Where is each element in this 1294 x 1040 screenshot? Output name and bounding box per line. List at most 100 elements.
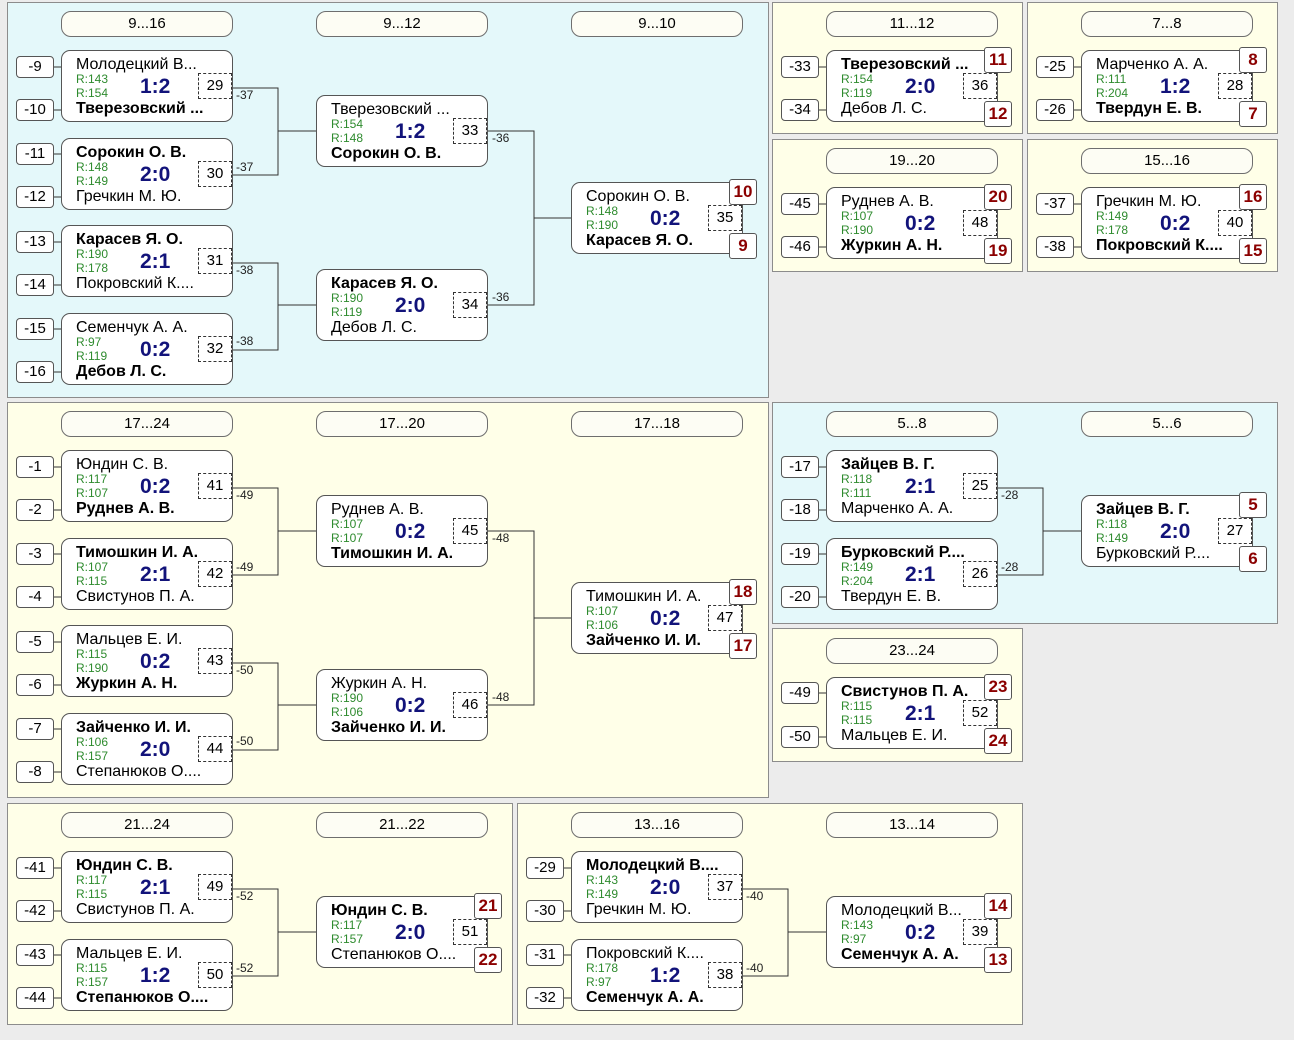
match-score: 0:2 <box>140 475 171 498</box>
round-header: 5...8 <box>826 411 998 437</box>
match-card[interactable]: Мальцев Е. И. R:115 R:157 1:2 50 Степаню… <box>61 939 233 1011</box>
match-card[interactable]: Юндин С. В. R:117 R:107 0:2 41 Руднев А.… <box>61 450 233 522</box>
player-rating: R:190 <box>841 223 874 237</box>
seed-slot: -46 <box>781 236 819 258</box>
place-badge: 16 <box>1239 184 1267 210</box>
match-number: 43 <box>198 648 232 674</box>
player-rating: R:149 <box>1096 531 1129 545</box>
player-name: Молодецкий В... <box>841 902 962 919</box>
match-number: 34 <box>453 292 487 318</box>
match-card[interactable]: Зайцев В. Г. R:118 R:149 2:0 27 Бурковск… <box>1081 492 1267 572</box>
seed-slot: -50 <box>781 726 819 748</box>
seed-slot: -44 <box>16 987 54 1009</box>
round-header: 11...12 <box>826 11 998 37</box>
player-rating: R:149 <box>586 887 619 901</box>
match-score: 0:2 <box>395 520 426 543</box>
match-number: 26 <box>963 561 997 587</box>
match-card[interactable]: Тимошкин И. А. R:107 R:115 2:1 42 Свисту… <box>61 538 233 610</box>
match-card[interactable]: Сорокин О. В. R:148 R:190 0:2 35 Карасев… <box>571 179 757 259</box>
player-rating: R:157 <box>76 975 109 989</box>
match-score: 2:0 <box>395 921 426 944</box>
match-card[interactable]: Мальцев Е. И. R:115 R:190 0:2 43 Журкин … <box>61 625 233 697</box>
place-badge: 17 <box>729 633 757 659</box>
player-name: Тверезовский ... <box>331 101 450 118</box>
match-card[interactable]: Юндин С. В. R:117 R:115 2:1 49 Свистунов… <box>61 851 233 923</box>
match-score: 0:2 <box>905 212 936 235</box>
match-score: 2:1 <box>905 702 936 725</box>
match-card[interactable]: Юндин С. В. R:117 R:157 2:0 51 Степанюко… <box>316 893 502 973</box>
match-number: 49 <box>198 874 232 900</box>
player-rating: R:97 <box>76 335 102 349</box>
match-card[interactable]: Руднев А. В. R:107 R:190 0:2 48 Журкин А… <box>826 184 1012 264</box>
loser-destination: -49 <box>236 488 254 502</box>
bracket-panel-17-24: 17...24 17...20 17...18 -1 -2 -3 -4 -5 -… <box>7 402 769 798</box>
match-score: 2:0 <box>140 163 171 186</box>
match-number: 40 <box>1218 210 1252 236</box>
player-rating: R:115 <box>76 574 108 588</box>
loser-destination: -50 <box>236 663 254 677</box>
player-name: Карасев Я. О. <box>76 231 183 248</box>
player-name: Свистунов П. А. <box>841 683 969 700</box>
match-card[interactable]: Бурковский Р.... R:149 R:204 2:1 26 Твер… <box>826 538 998 610</box>
match-card[interactable]: Тимошкин И. А. R:107 R:106 0:2 47 Зайчен… <box>571 579 757 659</box>
player-rating: R:115 <box>76 887 108 901</box>
player-rating: R:178 <box>1096 223 1129 237</box>
player-name: Журкин А. Н. <box>841 237 943 254</box>
seed-slot: -4 <box>16 586 54 608</box>
match-card[interactable]: Руднев А. В. R:107 R:107 0:2 45 Тимошкин… <box>316 495 488 567</box>
match-card[interactable]: Молодецкий В... R:143 R:154 1:2 29 Твере… <box>61 50 233 122</box>
match-number: 42 <box>198 561 232 587</box>
player-name: Тимошкин И. А. <box>586 588 702 605</box>
match-card[interactable]: Сорокин О. В. R:148 R:149 2:0 30 Гречкин… <box>61 138 233 210</box>
place-badge: 15 <box>1239 238 1267 264</box>
seed-slot: -33 <box>781 56 819 78</box>
seed-slot: -41 <box>16 857 54 879</box>
seed-slot: -25 <box>1036 56 1074 78</box>
match-card[interactable]: Молодецкий В... R:143 R:97 0:2 39 Семенч… <box>826 893 1012 973</box>
player-rating: R:106 <box>586 618 619 632</box>
match-card[interactable]: Карасев Я. О. R:190 R:119 2:0 34 Дебов Л… <box>316 269 488 341</box>
player-rating: R:117 <box>76 873 108 887</box>
seed-slot: -34 <box>781 99 819 121</box>
bracket-panel-15-16: 15...16 -37 -38 Гречкин М. Ю. R:149 R:17… <box>1027 139 1278 272</box>
match-score: 2:1 <box>905 475 936 498</box>
round-header: 7...8 <box>1081 11 1253 37</box>
seed-slot: -16 <box>16 361 54 383</box>
player-rating: R:178 <box>76 261 109 275</box>
match-card[interactable]: Тверезовский ... R:154 R:148 1:2 33 Соро… <box>316 95 488 167</box>
loser-destination: -36 <box>492 290 510 304</box>
player-rating: R:154 <box>841 72 874 86</box>
match-number: 32 <box>198 336 232 362</box>
match-card[interactable]: Молодецкий В.... R:143 R:149 2:0 37 Греч… <box>571 851 743 923</box>
loser-destination: -38 <box>236 334 254 348</box>
bracket-panel-9-16: 9...16 9...12 9...10 -9 -10 -11 -12 -13 … <box>7 2 769 398</box>
player-name: Сорокин О. В. <box>586 188 690 205</box>
player-name: Зайцев В. Г. <box>1096 501 1190 518</box>
match-card[interactable]: Тверезовский ... R:154 R:119 2:0 36 Дебо… <box>826 47 1012 127</box>
match-number: 52 <box>963 700 997 726</box>
match-score: 2:1 <box>140 250 171 273</box>
match-card[interactable]: Зайченко И. И. R:106 R:157 2:0 44 Степан… <box>61 713 233 785</box>
place-badge: 11 <box>984 47 1012 73</box>
player-rating: R:157 <box>331 932 364 946</box>
match-score: 2:1 <box>905 563 936 586</box>
match-score: 1:2 <box>395 120 426 143</box>
match-card[interactable]: Журкин А. Н. R:190 R:106 0:2 46 Зайченко… <box>316 669 488 741</box>
player-rating: R:111 <box>1096 72 1127 86</box>
round-header: 9...12 <box>316 11 488 37</box>
player-name: Марченко А. А. <box>841 500 954 517</box>
match-card[interactable]: Марченко А. А. R:111 R:204 1:2 28 Тверду… <box>1081 47 1267 127</box>
place-badge: 23 <box>984 674 1012 700</box>
loser-destination: -50 <box>236 734 254 748</box>
player-name: Покровский К.... <box>586 945 704 962</box>
match-card[interactable]: Зайцев В. Г. R:118 R:111 2:1 25 Марченко… <box>826 450 998 522</box>
match-card[interactable]: Покровский К.... R:178 R:97 1:2 38 Семен… <box>571 939 743 1011</box>
match-number: 51 <box>453 919 487 945</box>
player-name: Зайцев В. Г. <box>841 456 935 473</box>
loser-destination: -48 <box>492 690 510 704</box>
match-card[interactable]: Семенчук А. А. R:97 R:119 0:2 32 Дебов Л… <box>61 313 233 385</box>
match-card[interactable]: Свистунов П. А. R:115 R:115 2:1 52 Мальц… <box>826 674 1012 754</box>
match-card[interactable]: Гречкин М. Ю. R:149 R:178 0:2 40 Покровс… <box>1081 184 1267 264</box>
match-card[interactable]: Карасев Я. О. R:190 R:178 2:1 31 Покровс… <box>61 225 233 297</box>
match-score: 0:2 <box>140 650 171 673</box>
